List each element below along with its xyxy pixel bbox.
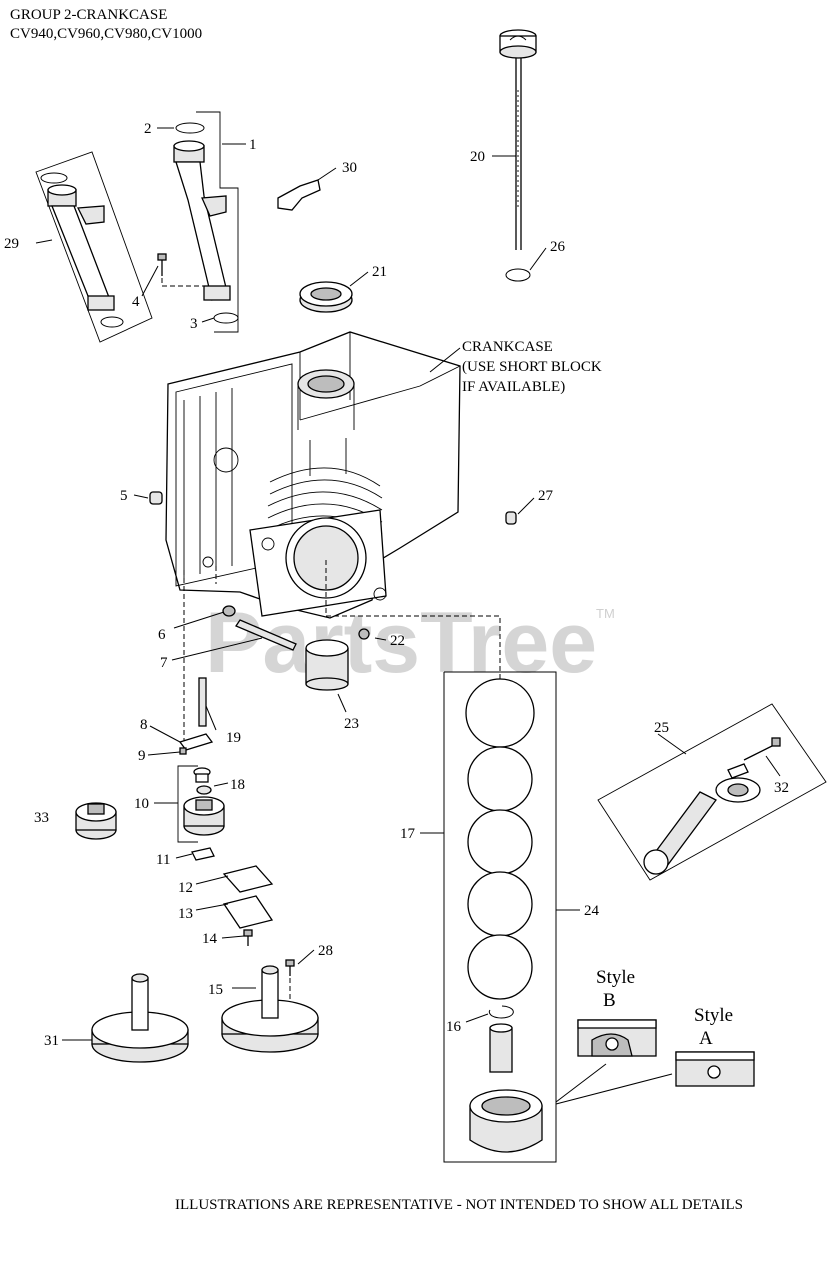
callout-numbers: 2 1 30 29 4 3 21 20 26 5 27 6 7 22 23 19… (4, 121, 789, 1049)
callout-7: 7 (160, 655, 168, 671)
callout-9: 9 (138, 748, 146, 764)
style-b-word: Style (596, 967, 635, 988)
callout-17: 17 (400, 826, 416, 842)
callout-12: 12 (178, 880, 193, 896)
callout-33: 33 (34, 810, 49, 826)
style-a-letter: A (699, 1028, 713, 1049)
callout-5: 5 (120, 488, 128, 504)
callout-6: 6 (158, 627, 166, 643)
callout-27: 27 (538, 488, 554, 504)
callout-16: 16 (446, 1019, 462, 1035)
model-list: CV940,CV960,CV980,CV1000 (10, 26, 203, 42)
piston-style-a (675, 1051, 755, 1087)
part-10-frame (177, 765, 198, 843)
shaft-part-7 (235, 619, 297, 651)
callout-3-lower: 3 (190, 316, 198, 332)
callout-11: 11 (156, 852, 170, 868)
callout-28: 28 (318, 943, 333, 959)
piston-rings-part-17 (465, 678, 535, 1000)
callout-2: 2 (144, 121, 152, 137)
part-6 (222, 605, 236, 617)
callout-23: 23 (344, 716, 359, 732)
plate-part-13 (222, 895, 274, 929)
callout-30: 30 (342, 160, 357, 176)
crankcase-block (165, 331, 461, 619)
style-b-letter: B (603, 990, 616, 1011)
callout-8: 8 (140, 717, 148, 733)
part-11 (191, 847, 215, 861)
callout-21: 21 (372, 264, 387, 280)
callout-24: 24 (584, 903, 600, 919)
callout-1: 1 (249, 137, 257, 153)
oil-fill-tube-part-1 (173, 122, 239, 324)
dipstick-part-20 (499, 29, 537, 282)
plate-part-8 (178, 733, 214, 751)
plate-part-12 (222, 865, 274, 893)
callout-26: 26 (550, 239, 566, 255)
disclaimer-footer: ILLUSTRATIONS ARE REPRESENTATIVE - NOT I… (175, 1197, 743, 1213)
part-18 (193, 767, 212, 795)
callout-15: 15 (208, 982, 223, 998)
callout-leaders (35, 127, 781, 1105)
seal-part-21 (299, 281, 353, 313)
callout-20: 20 (470, 149, 485, 165)
screw-part-28 (285, 959, 295, 1000)
callout-10: 10 (134, 796, 149, 812)
connecting-rod-part-25 (643, 737, 781, 875)
screw-part-4 (157, 253, 210, 287)
screw-part-9 (179, 747, 187, 755)
plug-part-27 (505, 511, 517, 525)
callout-4: 4 (132, 294, 140, 310)
rod-part-19 (198, 677, 207, 727)
clip-part-16 (488, 1005, 514, 1019)
crankcase-note-line1: CRANKCASE (462, 339, 553, 355)
style-a-word: Style (694, 1005, 733, 1026)
camshaft-part-31 (91, 973, 189, 1063)
diagram-title: GROUP 2-CRANKCASE (10, 7, 168, 23)
callout-19: 19 (226, 730, 241, 746)
oil-fill-tube-part-29 (40, 172, 124, 328)
o-ring-26 (505, 268, 531, 282)
bore-leader (325, 560, 501, 690)
part-25-frame (597, 703, 827, 881)
group-frames (35, 111, 827, 1163)
sleeve-part-23 (305, 639, 349, 691)
piston-pin (489, 1023, 513, 1073)
gear-part-33 (75, 802, 117, 840)
callout-18: 18 (230, 777, 245, 793)
screw-part-14 (243, 929, 253, 946)
piston (469, 1089, 543, 1153)
callout-22: 22 (390, 633, 405, 649)
callout-13: 13 (178, 906, 193, 922)
bracket-part-30 (277, 179, 321, 211)
plug-part-5 (149, 491, 163, 505)
o-ring-3-upper (213, 312, 239, 324)
piston-style-b (577, 1019, 657, 1057)
callout-32: 32 (774, 780, 789, 796)
crankcase-note-line3: IF AVAILABLE) (462, 379, 566, 395)
o-ring-2 (175, 122, 205, 134)
part-29-frame (35, 151, 153, 343)
callout-31: 31 (44, 1033, 59, 1049)
callout-25: 25 (654, 720, 669, 736)
watermark-trademark: TM (596, 606, 615, 621)
part-1-frame (196, 111, 239, 333)
part-22 (358, 628, 370, 640)
gear-part-10 (183, 796, 225, 836)
camshaft-part-15 (221, 965, 319, 1053)
crankcase-note-line2: (USE SHORT BLOCK (462, 359, 602, 375)
callout-14: 14 (202, 931, 218, 947)
callout-29: 29 (4, 236, 19, 252)
